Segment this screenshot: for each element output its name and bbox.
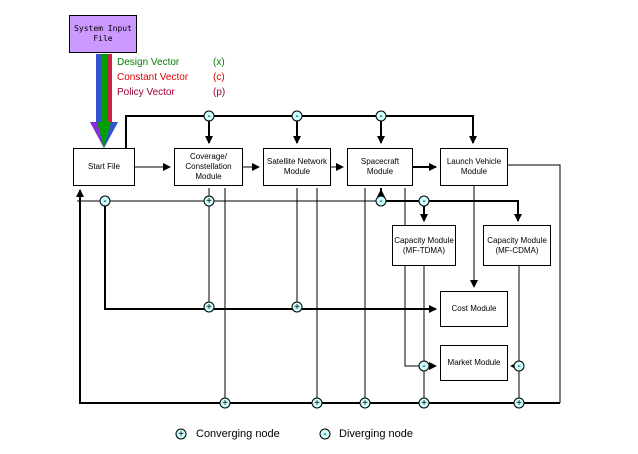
converging-node: +	[513, 397, 525, 409]
svg-text:-: -	[207, 111, 210, 122]
diverging-node: -	[418, 195, 430, 207]
start-file-box: Start File	[73, 148, 135, 186]
legend-diverging-label: Diverging node	[339, 428, 413, 440]
svg-text:+: +	[516, 398, 522, 409]
policy-vector-label: Policy Vector	[117, 87, 175, 98]
svg-text:-: -	[422, 196, 425, 207]
svg-text:-: -	[295, 111, 298, 122]
diverging-node: -	[513, 360, 525, 372]
svg-text:+: +	[206, 302, 212, 313]
svg-text:+: +	[421, 398, 427, 409]
diverging-node: -	[291, 110, 303, 122]
svg-text:+: +	[206, 196, 212, 207]
policy-vector-symbol: (p)	[213, 87, 226, 98]
design-vector-symbol: (x)	[213, 57, 225, 68]
legend-converging-label: Converging node	[196, 428, 280, 440]
converging-node: +	[203, 301, 215, 313]
cost-module-box: Cost Module	[440, 291, 508, 327]
converging-node: +	[311, 397, 323, 409]
coverage-module-box: Coverage/ Constellation Module	[174, 148, 243, 186]
converging-node: +	[359, 397, 371, 409]
svg-text:-: -	[379, 111, 382, 122]
constant-vector-symbol: (c)	[213, 72, 225, 83]
input-arrow	[90, 54, 118, 148]
svg-text:+: +	[178, 429, 184, 440]
svg-text:+: +	[294, 302, 300, 313]
nodes: - - - - - - - - + + + + + + + + + -	[99, 110, 525, 440]
spacecraft-module-box: Spacecraft Module	[347, 148, 413, 186]
constant-vector-label: Constant Vector	[117, 72, 189, 83]
satellite-network-module-box: Satellite Network Module	[263, 148, 331, 186]
svg-text:+: +	[222, 398, 228, 409]
svg-text:-: -	[422, 361, 425, 372]
converging-node: +	[418, 397, 430, 409]
diverging-node: -	[203, 110, 215, 122]
converging-node: +	[219, 397, 231, 409]
svg-text:-: -	[379, 196, 382, 207]
market-module-box: Market Module	[440, 345, 508, 381]
converging-node: +	[203, 195, 215, 207]
legend-diverging-icon: -	[319, 428, 331, 440]
diverging-node: -	[375, 110, 387, 122]
svg-text:-: -	[517, 361, 520, 372]
svg-text:+: +	[362, 398, 368, 409]
capacity-tdma-module-box: Capacity Module (MF-TDMA)	[392, 225, 456, 266]
diverging-node: -	[418, 360, 430, 372]
system-input-file-box: System Input File	[69, 15, 137, 53]
svg-text:-: -	[323, 429, 326, 440]
svg-text:-: -	[103, 196, 106, 207]
diverging-node: -	[375, 195, 387, 207]
legend-converging-icon: +	[175, 428, 187, 440]
design-vector-label: Design Vector	[117, 57, 180, 68]
capacity-cdma-module-box: Capacity Module (MF-CDMA)	[483, 225, 551, 266]
diverging-node: -	[99, 195, 111, 207]
converging-node: +	[291, 301, 303, 313]
launch-vehicle-module-box: Launch Vehicle Module	[440, 148, 508, 186]
svg-text:+: +	[314, 398, 320, 409]
